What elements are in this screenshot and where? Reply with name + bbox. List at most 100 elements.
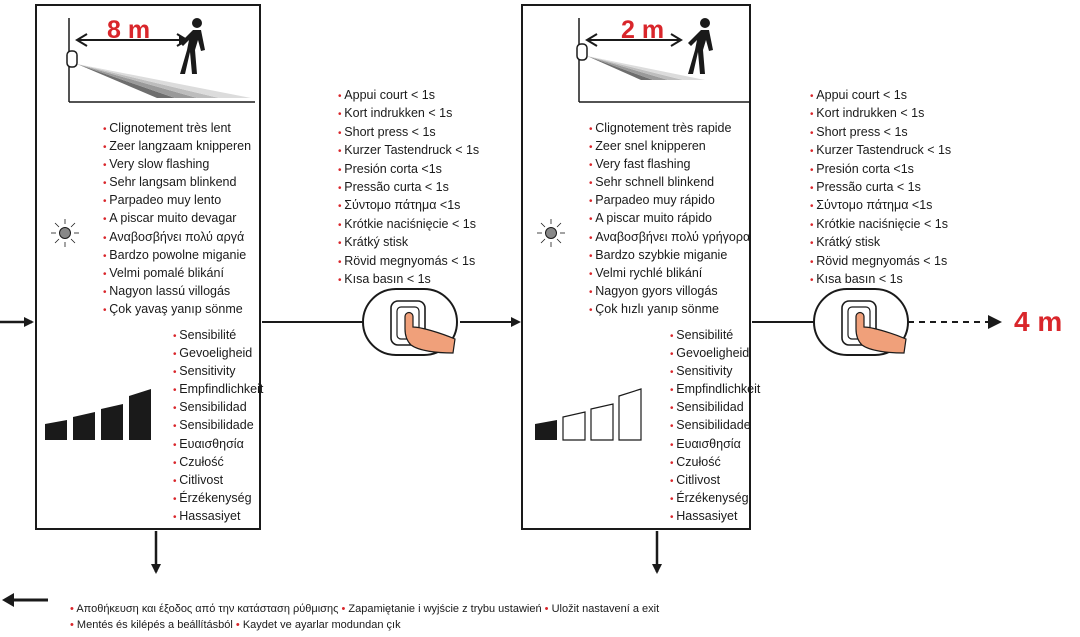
list-item: Çok hızlı yanıp sönme: [589, 301, 750, 319]
list-item: Ευαισθησία: [670, 436, 760, 454]
list-item: Nagyon lassú villogás: [103, 283, 251, 301]
sensitivity-bar-2: [73, 412, 95, 440]
list-item: Zeer langzaam knipperen: [103, 138, 251, 156]
list-item: Sensibilité: [173, 327, 263, 345]
list-item: Rövid megnyomás < 1s: [810, 253, 951, 271]
list-item: Αναβοσβήνει πολύ γρήγορα: [589, 229, 750, 247]
list-item: Empfindlichkeit: [670, 381, 760, 399]
list-item: Sensibilidade: [173, 417, 263, 435]
blinking-led-icon: [51, 219, 79, 247]
list-item: Czułość: [670, 454, 760, 472]
list-item: Very fast flashing: [589, 156, 750, 174]
sensitivity-bar-3: [590, 403, 614, 441]
list-item: Appui court < 1s: [810, 87, 951, 105]
list-item: Krótkie naciśnięcie < 1s: [810, 216, 951, 234]
sensitivity-list: Sensibilité Gevoeligheid Sensitivity Emp…: [670, 327, 760, 526]
list-item: Sensibilidad: [173, 399, 263, 417]
list-item: Short press < 1s: [338, 124, 479, 142]
list-item: Çok yavaş yanıp sönme: [103, 301, 251, 319]
flash-description-list: Clignotement très rapide Zeer snel knipp…: [589, 120, 750, 319]
sensitivity-bar-4: [129, 389, 151, 440]
list-item: Sehr schnell blinkend: [589, 174, 750, 192]
list-item: Sensibilidade: [670, 417, 760, 435]
list-item: Érzékenység: [173, 490, 263, 508]
list-item: Kort indrukken < 1s: [338, 105, 479, 123]
save-exit-line-1: • Αποθήκευση και έξοδος από την κατάστασ…: [70, 603, 660, 615]
list-item: Parpadeo muy rápido: [589, 192, 750, 210]
sensitivity-bar-4: [618, 388, 642, 441]
list-item: Érzékenység: [670, 490, 760, 508]
save-exit-text: Kaydet ve ayarlar modundan çık: [242, 619, 401, 631]
list-item: Citlivost: [173, 472, 263, 490]
sensitivity-bars-icon: [45, 389, 151, 440]
list-item: Αναβοσβήνει πολύ αργά: [103, 229, 251, 247]
sensitivity-list: Sensibilité Gevoeligheid Sensitivity Emp…: [173, 327, 263, 526]
sensitivity-bar-1: [45, 420, 67, 440]
save-exit-text: Uložit nastavení a exit: [551, 603, 660, 615]
list-item: Sensitivity: [670, 363, 760, 381]
list-item: Appui court < 1s: [338, 87, 479, 105]
save-exit-line-2: • Mentés és kilépés a beállításból • Kay…: [70, 619, 401, 631]
list-item: Kurzer Tastendruck < 1s: [810, 142, 951, 160]
list-item: Short press < 1s: [810, 124, 951, 142]
short-press-list-2: Appui court < 1s Kort indrukken < 1s Sho…: [810, 87, 951, 289]
list-item: A piscar muito rápido: [589, 210, 750, 228]
list-item: Hassasiyet: [173, 508, 263, 526]
list-item: Pressão curta < 1s: [810, 179, 951, 197]
list-item: Parpadeo muy lento: [103, 192, 251, 210]
list-item: Citlivost: [670, 472, 760, 490]
distance-label-2m: 2 m: [621, 16, 665, 44]
list-item: Krótkie naciśnięcie < 1s: [338, 216, 479, 234]
list-item: Bardzo szybkie miganie: [589, 247, 750, 265]
finger-press-button-icon[interactable]: [812, 287, 912, 359]
list-item: Velmi rychlé blikání: [589, 265, 750, 283]
list-item: Velmi pomalé blikání: [103, 265, 251, 283]
list-item: Kısa basın < 1s: [810, 271, 951, 289]
list-item: Kurzer Tastendruck < 1s: [338, 142, 479, 160]
list-item: Nagyon gyors villogás: [589, 283, 750, 301]
sensor-device-icon: [66, 50, 78, 68]
distance-label-8m: 8 m: [107, 16, 151, 44]
list-item: Gevoeligheid: [173, 345, 263, 363]
list-item: Sehr langsam blinkend: [103, 174, 251, 192]
back-arrow-head: [2, 593, 14, 607]
step-panel-slow: 8 m Clignotement très lent Zeer langzaam…: [35, 4, 263, 530]
save-exit-text: Αποθήκευση και έξοδος από την κατάσταση …: [76, 603, 339, 615]
sensitivity-bar-2: [562, 411, 586, 441]
distance-label-4m: 4 m: [1014, 306, 1063, 337]
blinking-led-icon: [537, 219, 565, 247]
list-item: Presión corta <1s: [338, 161, 479, 179]
save-exit-text: Zapamiętanie i wyjście z trybu ustawień: [348, 603, 542, 615]
list-item: Ευαισθησία: [173, 436, 263, 454]
finger-press-button-icon[interactable]: [361, 287, 461, 359]
list-item: Presión corta <1s: [810, 161, 951, 179]
walking-person-icon: [180, 18, 205, 74]
save-exit-text: Mentés és kilépés a beállításból: [76, 619, 233, 631]
list-item: Σύντομο πάτημα <1s: [338, 197, 479, 215]
list-item: Bardzo powolne miganie: [103, 247, 251, 265]
detection-scene-2m: [576, 18, 749, 103]
flash-description-list: Clignotement très lent Zeer langzaam kni…: [103, 120, 251, 319]
list-item: Pressão curta < 1s: [338, 179, 479, 197]
list-item: Kort indrukken < 1s: [810, 105, 951, 123]
dashed-arrow-head: [988, 315, 1002, 329]
list-item: Σύντομο πάτημα <1s: [810, 197, 951, 215]
list-item: Zeer snel knipperen: [589, 138, 750, 156]
detection-scene-8m: [66, 18, 255, 103]
list-item: Empfindlichkeit: [173, 381, 263, 399]
list-item: Kısa basın < 1s: [338, 271, 479, 289]
list-item: Clignotement très lent: [103, 120, 251, 138]
list-item: Rövid megnyomás < 1s: [338, 253, 479, 271]
sensitivity-bar-1: [535, 420, 557, 440]
list-item: Gevoeligheid: [670, 345, 760, 363]
list-item: Czułość: [173, 454, 263, 472]
sensor-device-icon: [576, 43, 588, 61]
walking-person-icon: [688, 18, 713, 74]
list-item: Krátký stisk: [338, 234, 479, 252]
list-item: Krátký stisk: [810, 234, 951, 252]
sensitivity-bars-icon: [535, 388, 642, 441]
list-item: Very slow flashing: [103, 156, 251, 174]
list-item: Hassasiyet: [670, 508, 760, 526]
short-press-list-1: Appui court < 1s Kort indrukken < 1s Sho…: [338, 87, 479, 289]
